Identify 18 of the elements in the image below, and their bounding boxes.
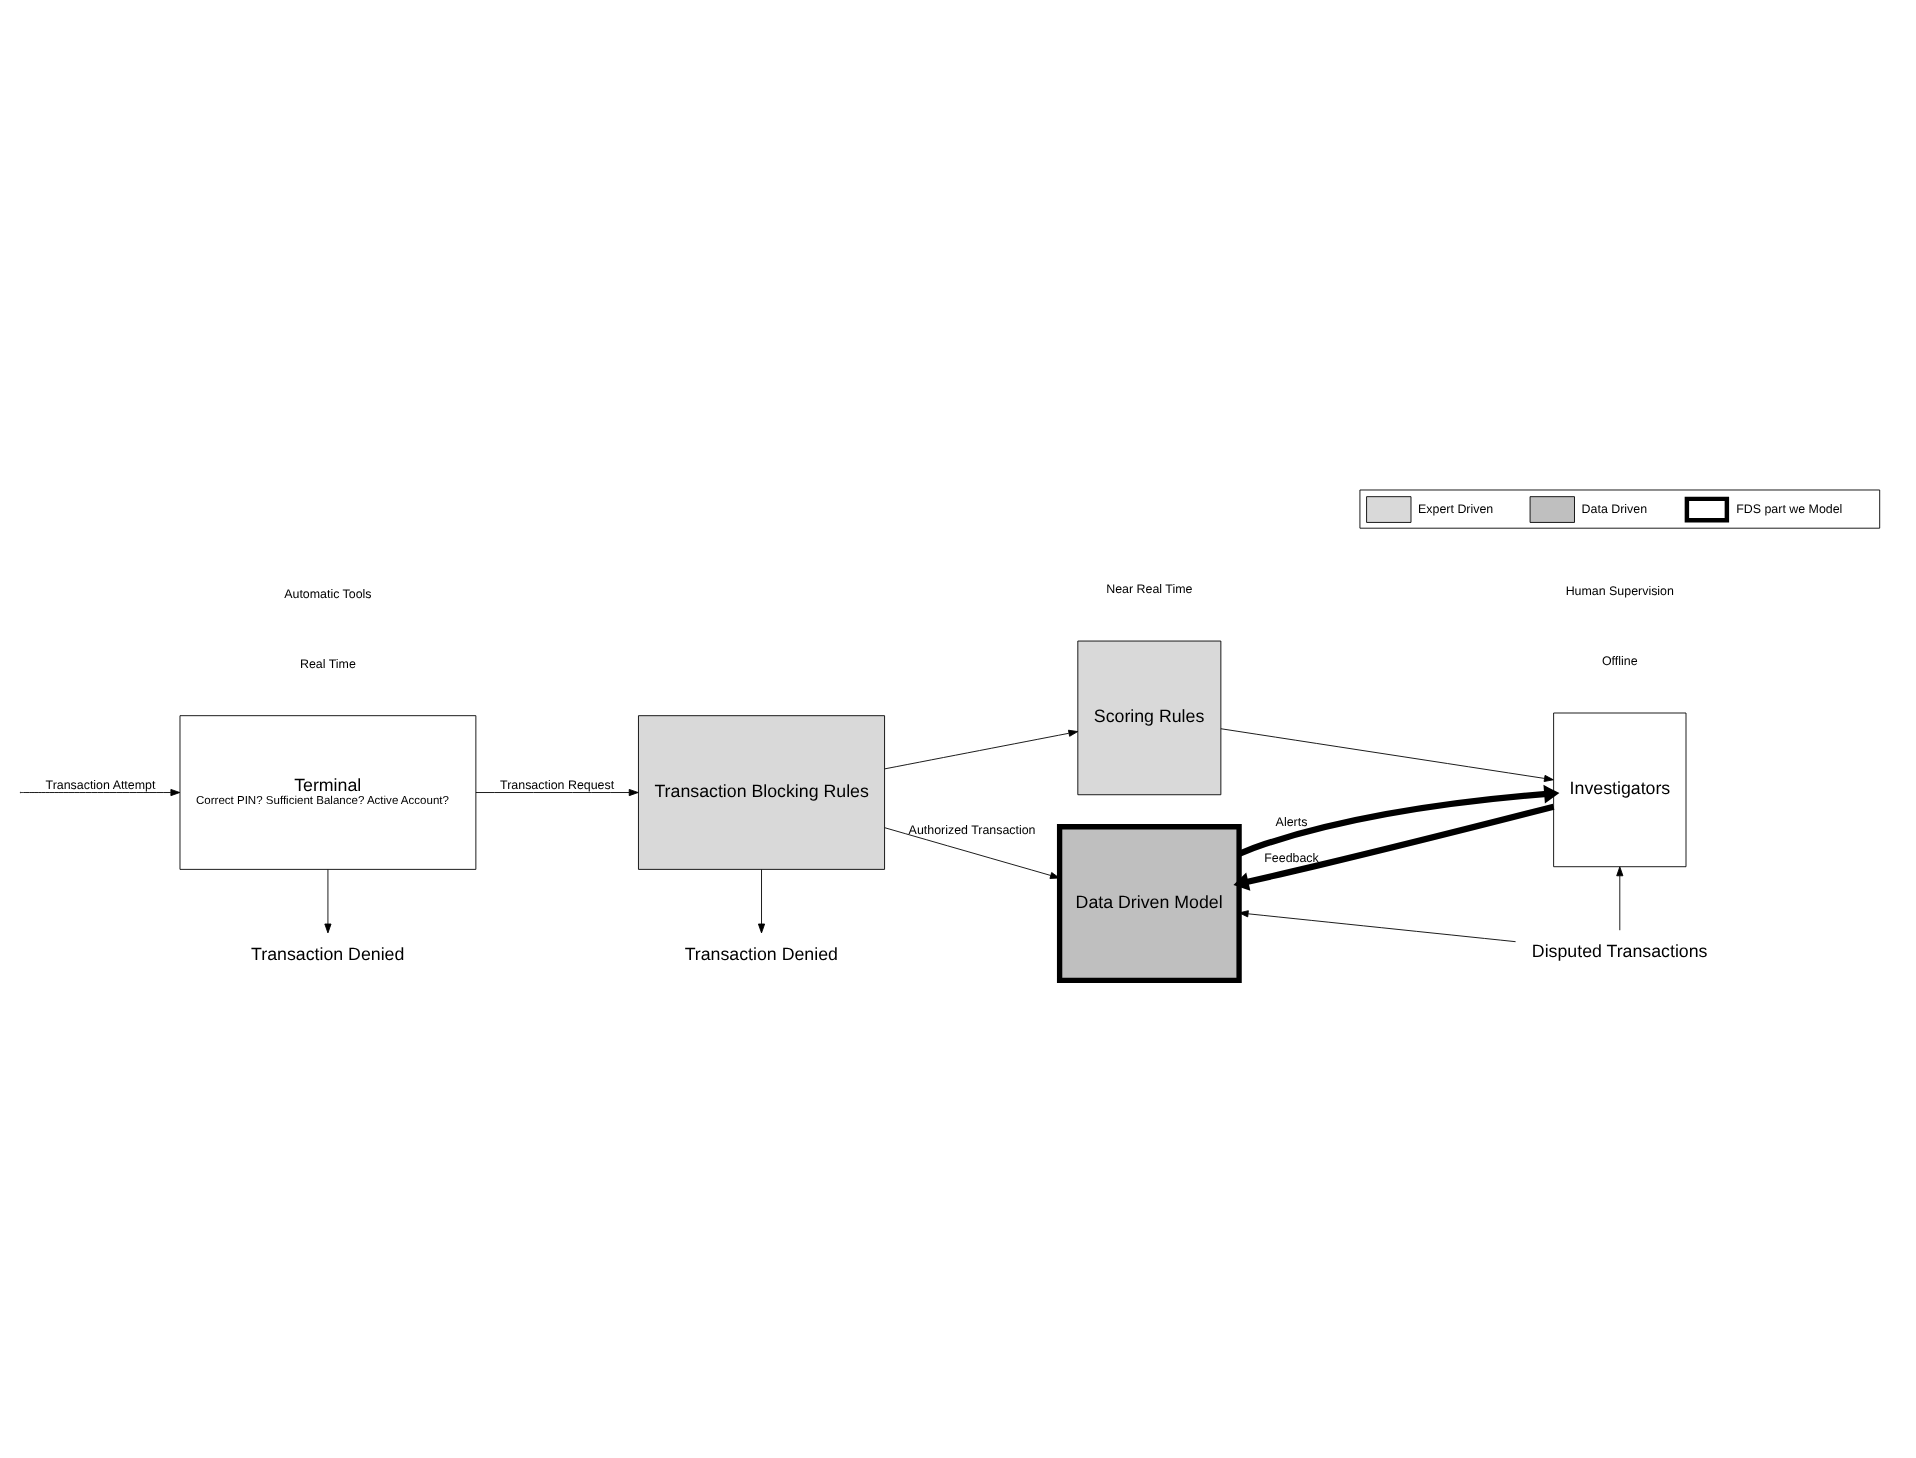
node-box: Data Driven Model xyxy=(1056,824,1242,984)
arrow xyxy=(884,827,1060,879)
arrow xyxy=(757,869,766,934)
arrow xyxy=(1237,784,1560,857)
arrow xyxy=(20,788,181,797)
arrow xyxy=(1238,910,1517,943)
node-box: Transaction Blocking Rules xyxy=(638,715,885,870)
node-box: Scoring Rules xyxy=(1077,640,1222,796)
arrow xyxy=(324,869,332,934)
node-text: Disputed Transactions xyxy=(1531,940,1708,961)
node-text: Transaction Denied xyxy=(684,943,838,964)
node-box: Investigators xyxy=(1553,712,1687,868)
arrow xyxy=(475,788,639,797)
arrow xyxy=(884,729,1079,770)
arrow xyxy=(1233,803,1555,891)
arrow xyxy=(1220,728,1554,782)
arrow xyxy=(1616,866,1624,931)
node-text: Transaction Denied xyxy=(251,943,405,964)
